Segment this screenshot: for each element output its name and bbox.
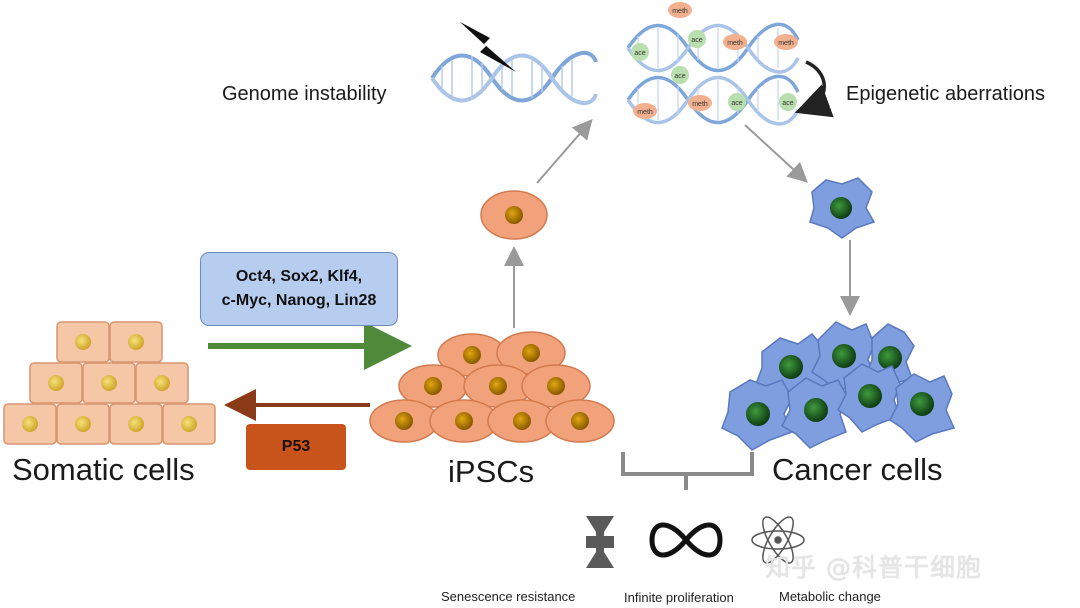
somatic-cell [3, 403, 57, 445]
acetylation-mark: ace [688, 30, 706, 48]
somatic-cells-stack [3, 321, 216, 445]
watermark: 知乎 @科普干细胞 [765, 553, 982, 582]
cancer-cell [721, 379, 794, 451]
p53-box: P53 [246, 424, 346, 470]
svg-text:meth: meth [692, 101, 708, 108]
dna-helix-genome [430, 51, 598, 105]
somatic-cell [29, 362, 83, 404]
svg-text:meth: meth [778, 40, 794, 47]
cancer-cell [781, 377, 849, 449]
somatic-cell [82, 362, 136, 404]
svg-text:ace: ace [782, 100, 793, 107]
methylation-mark: meth [774, 34, 798, 50]
epigenetic-curved-arrow [794, 60, 834, 118]
somatic-cell [56, 403, 110, 445]
ipsc-cluster [369, 331, 615, 443]
cancer-cell-cluster [721, 321, 956, 451]
ipsc-cell [545, 399, 615, 443]
single-cancer-cell [809, 177, 876, 239]
methylation-mark: meth [668, 2, 692, 18]
svg-text:meth: meth [672, 8, 688, 15]
somatic-cell [56, 321, 110, 363]
infinite-proliferation-label: Infinite proliferation [624, 590, 734, 605]
svg-text:ace: ace [674, 73, 685, 80]
ipsc-cell [429, 399, 499, 443]
methylation-mark: meth [723, 34, 747, 50]
dna-helix-epigenetic-top [626, 22, 800, 74]
svg-text:ace: ace [691, 37, 702, 44]
ipsc-cell [398, 364, 468, 408]
ipscs-label: iPSCs [448, 454, 535, 489]
reprogramming-factors-box: Oct4, Sox2, Klf4, c-Myc, Nanog, Lin28 [200, 252, 398, 326]
lightning-bolt-icon [460, 22, 516, 72]
bracket [621, 452, 754, 490]
somatic-cell [109, 403, 163, 445]
hourglass-icon [586, 516, 614, 568]
somatic-cell [135, 362, 189, 404]
acetylation-mark: ace [779, 93, 797, 111]
atom-icon [751, 516, 805, 564]
ipsc-cell [487, 399, 557, 443]
somatic-cell [109, 321, 163, 363]
factors-line-2: c-Myc, Nanog, Lin28 [221, 292, 377, 309]
metabolic-change-label: Metabolic change [779, 589, 881, 604]
arrow-dna-to-cancer [744, 124, 808, 183]
factors-line-1: Oct4, Sox2, Klf4, [235, 268, 363, 285]
methylation-mark: meth [688, 95, 712, 111]
somatic-cells-label: Somatic cells [12, 452, 195, 487]
svg-text:meth: meth [637, 109, 653, 116]
acetylation-mark: ace [671, 66, 689, 84]
ipsc-cell [496, 331, 566, 375]
cancer-cells-label: Cancer cells [772, 452, 943, 487]
single-ipsc-cell [480, 190, 548, 240]
acetylation-mark: ace [728, 93, 746, 111]
infinity-icon [649, 522, 723, 558]
senescence-resistance-label: Senescence resistance [441, 589, 576, 604]
svg-text:meth: meth [727, 40, 743, 47]
somatic-cell [162, 403, 216, 445]
genome-instability-label: Genome instability [222, 83, 387, 105]
methylation-mark: meth [633, 103, 657, 119]
acetylation-mark: ace [631, 43, 649, 61]
cancer-cell [889, 373, 956, 443]
arrow-single-to-dna [536, 118, 593, 184]
svg-text:ace: ace [634, 50, 645, 57]
dna-helix-epigenetic-bottom [626, 74, 800, 126]
svg-text:ace: ace [731, 100, 742, 107]
ipsc-cell [369, 399, 439, 443]
epigenetic-aberrations-label: Epigenetic aberrations [846, 83, 1046, 105]
